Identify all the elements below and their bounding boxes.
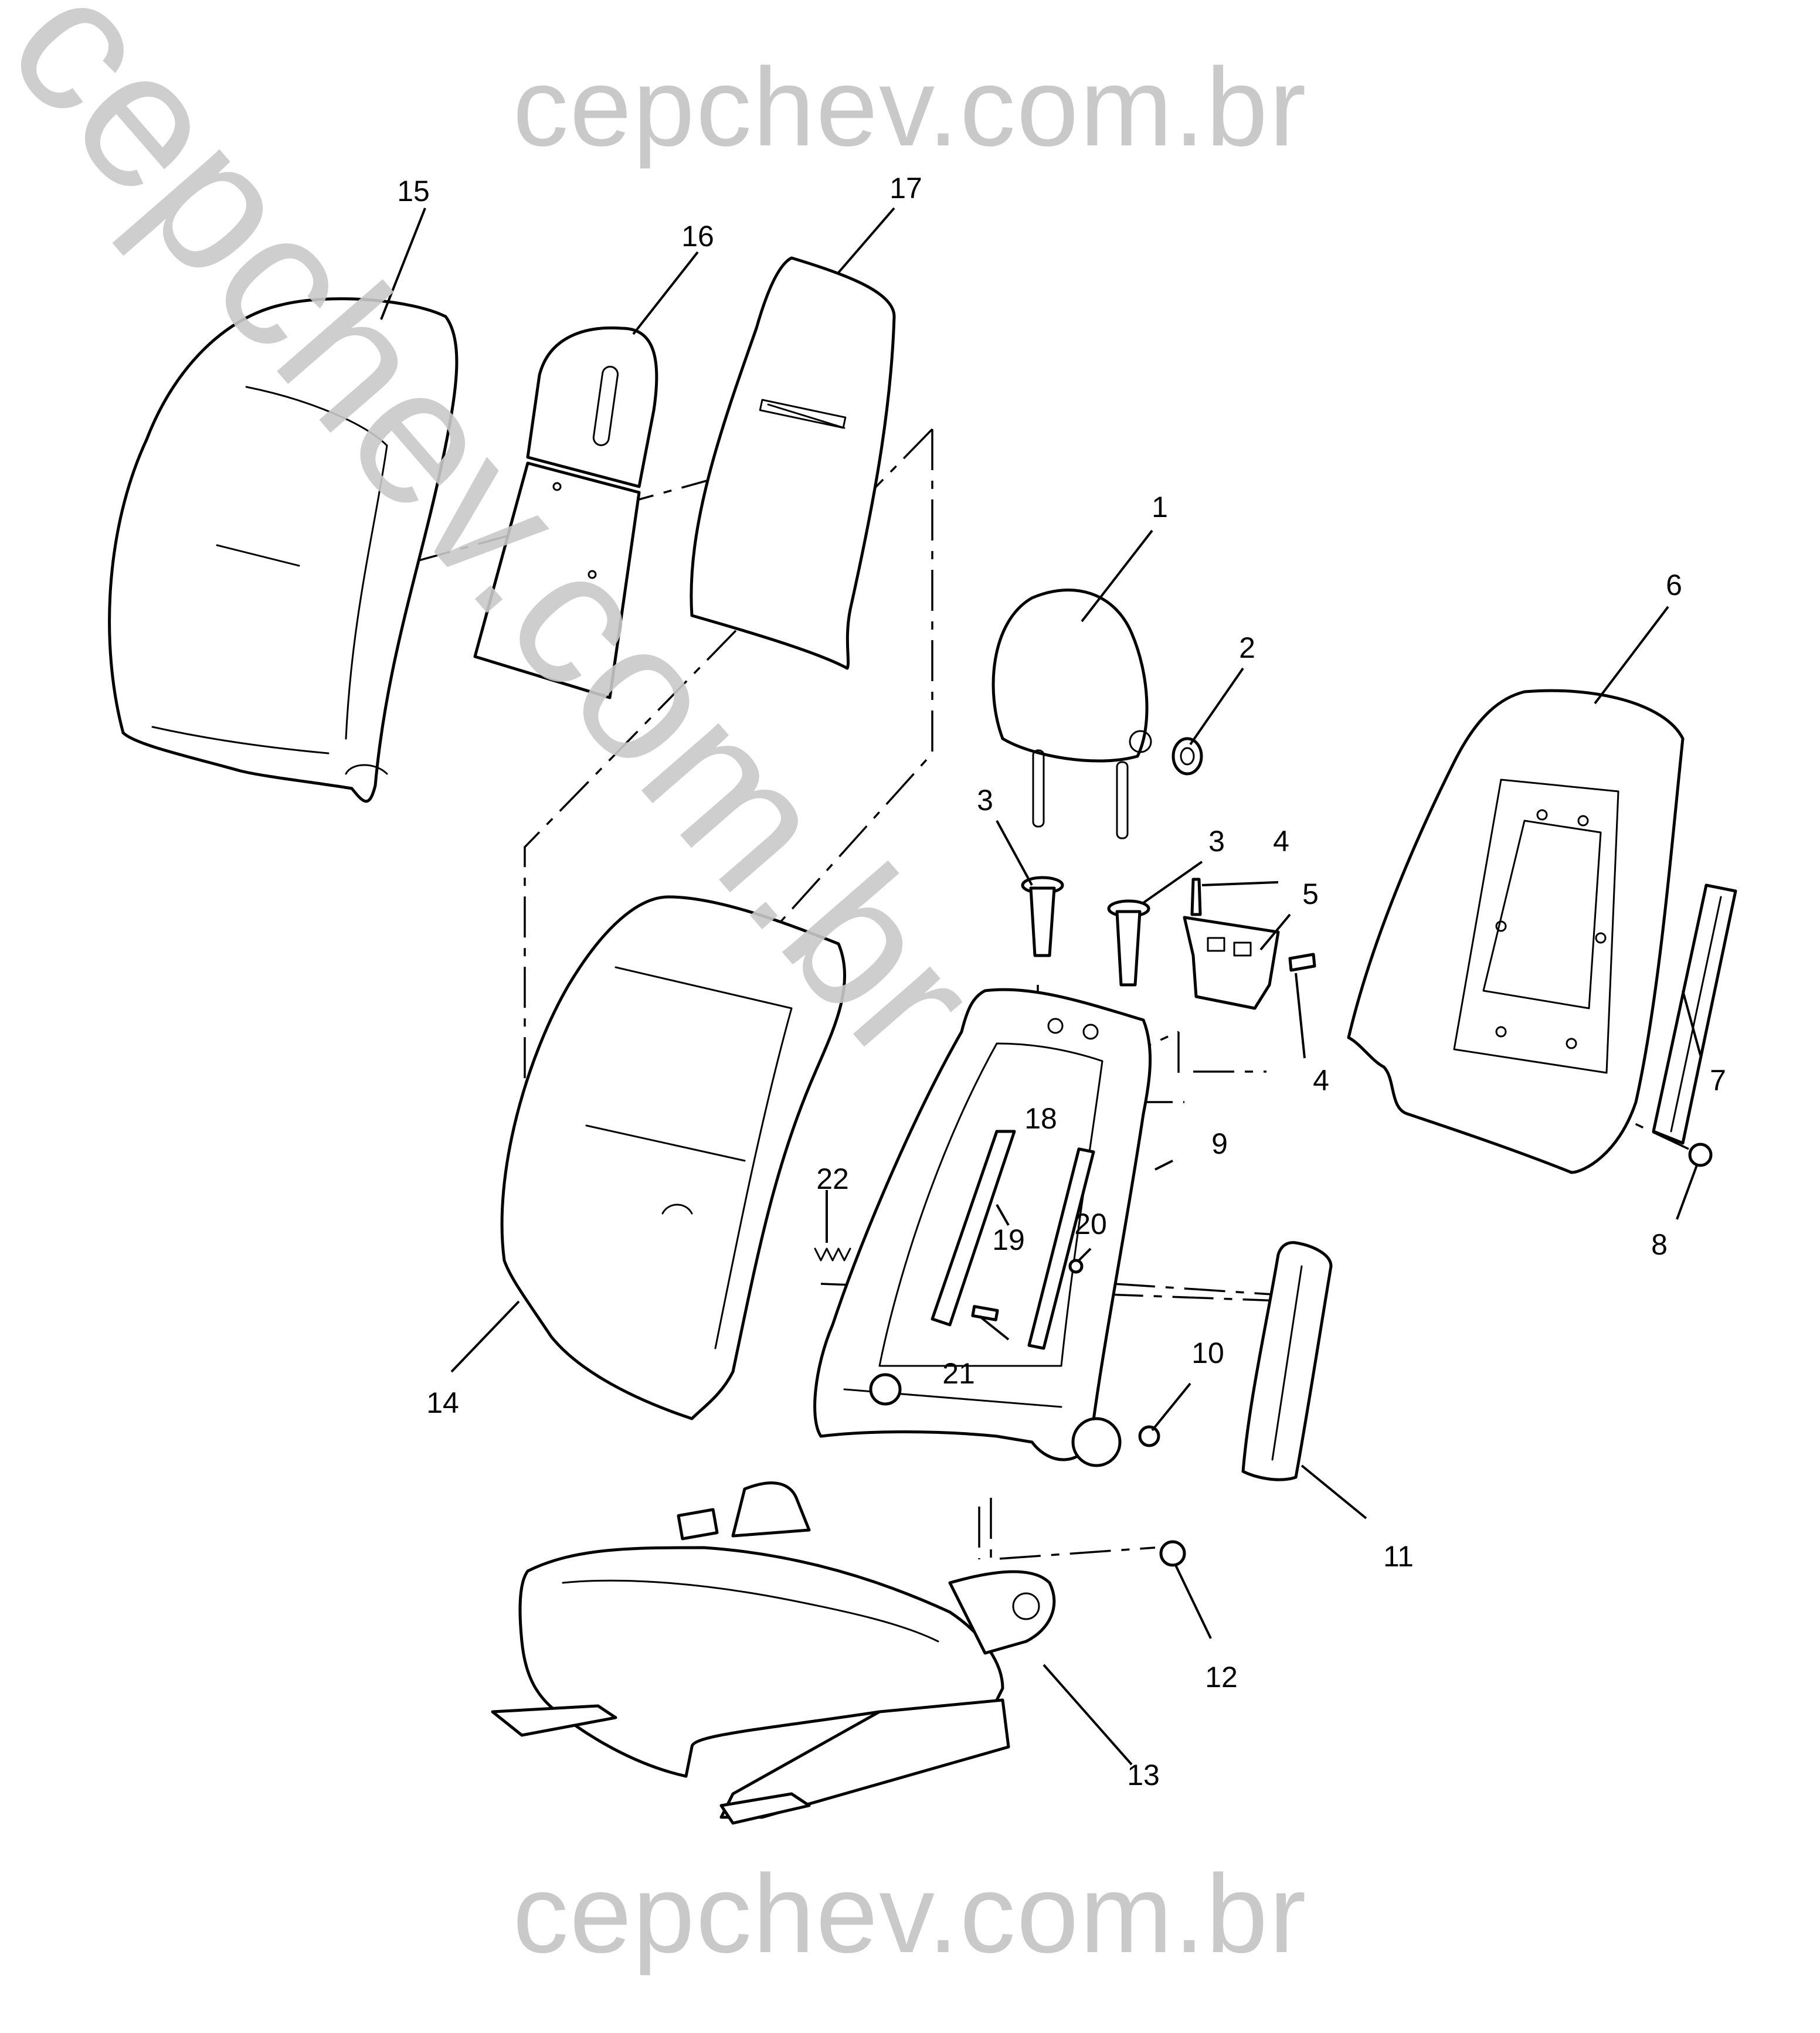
parts-18-21-lumbar-hardware: [931, 1130, 1095, 1350]
part-2-cap: [1172, 737, 1203, 776]
callout-6: 6: [1666, 569, 1682, 601]
part-4-pins: [1190, 878, 1316, 972]
callout-5: 5: [1302, 878, 1319, 910]
callout-17: 17: [889, 172, 922, 205]
callout-leaders: [380, 207, 1702, 1766]
part-8-push-pin: [1688, 1143, 1713, 1167]
callout-12: 12: [1205, 1661, 1238, 1694]
callout-2: 2: [1239, 631, 1255, 664]
callout-3a: 3: [977, 784, 993, 817]
callout-9: 9: [1211, 1127, 1228, 1160]
part-3-guides: [1021, 876, 1150, 987]
callout-21: 21: [942, 1357, 975, 1390]
callout-22: 22: [816, 1162, 849, 1195]
callout-8: 8: [1651, 1228, 1668, 1261]
part-1-headrest: [992, 589, 1152, 839]
callout-15: 15: [397, 175, 430, 208]
callout-4a: 4: [1273, 825, 1289, 858]
watermark-bottom: cepchev.com.br: [512, 1852, 1308, 1976]
callout-labels: 15 16 17 1 2 3 3 4 5 4 6 7 8 9 18 20 19 …: [397, 172, 1726, 1791]
callout-4b: 4: [1313, 1064, 1329, 1097]
watermark-top: cepchev.com.br: [512, 45, 1308, 169]
callout-13: 13: [1127, 1759, 1160, 1791]
callout-18: 18: [1024, 1102, 1057, 1135]
part-17-backrest-inner-cover: [690, 256, 896, 670]
part-11-side-trim: [1241, 1241, 1333, 1481]
callout-1: 1: [1152, 491, 1168, 523]
part-15-backrest-cover: [108, 297, 459, 803]
callout-20: 20: [1074, 1208, 1107, 1240]
callout-16: 16: [681, 220, 714, 253]
callout-3b: 3: [1208, 825, 1225, 858]
callout-14: 14: [426, 1386, 459, 1419]
part-13-seat-cushion: [491, 1481, 1056, 1825]
parts-10-12-bolts: [1138, 1425, 1186, 1567]
part-16-backrest-panel: [473, 326, 658, 699]
callout-19: 19: [992, 1223, 1025, 1256]
callout-10: 10: [1191, 1337, 1224, 1369]
part-7-side-strip: [1652, 883, 1737, 1145]
part-5-bracket: [1183, 916, 1280, 1010]
callout-7: 7: [1710, 1064, 1726, 1097]
part-6-rear-panel: [1347, 689, 1685, 1174]
part-14-backrest-pad: [500, 895, 847, 1420]
callout-11: 11: [1383, 1540, 1414, 1573]
part-22-spring: [814, 1247, 851, 1262]
